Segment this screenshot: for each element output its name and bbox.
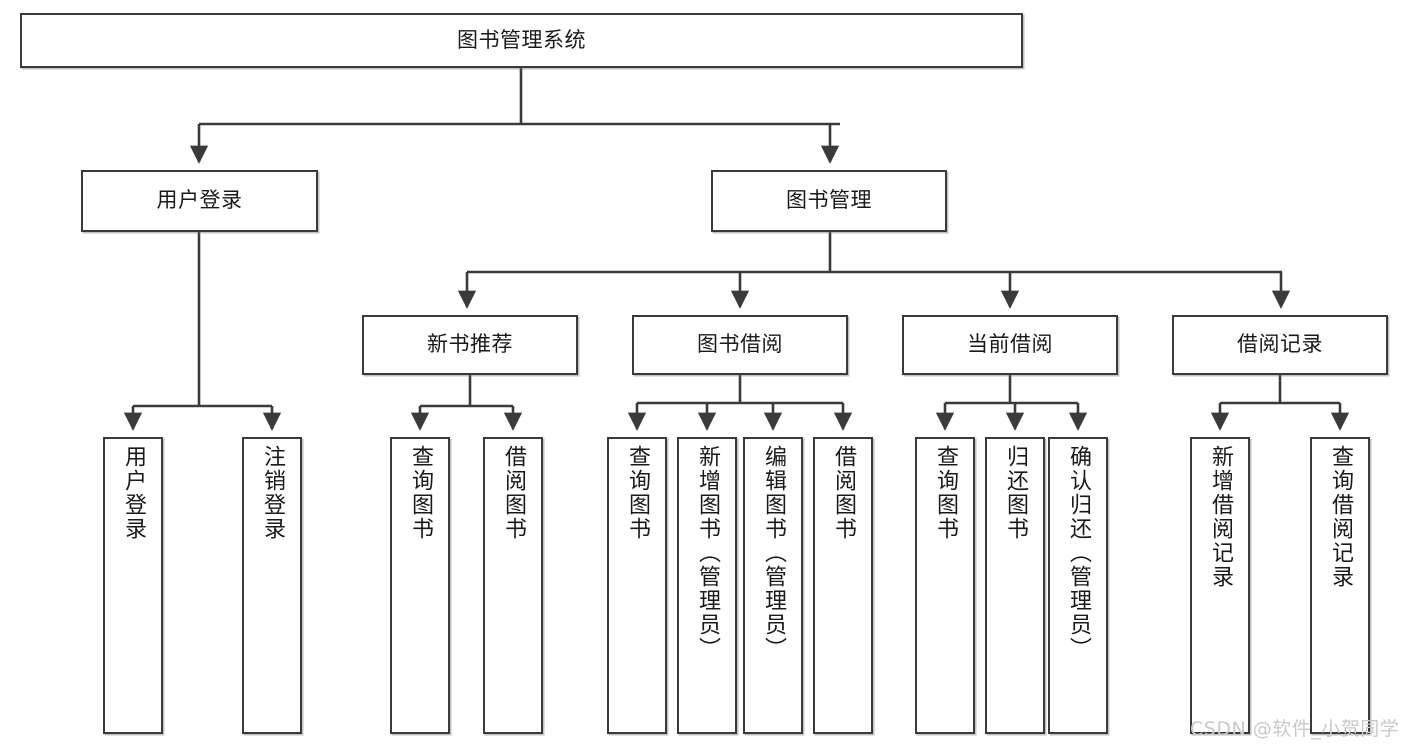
node-root-label: 图书管理系统	[457, 27, 586, 52]
node-new-book-recommend-label: 新书推荐	[427, 332, 513, 357]
node-new-book-recommend[interactable]: 新书推荐	[362, 315, 578, 375]
node-book-borrow[interactable]: 图书借阅	[632, 315, 848, 375]
leaf-rec-query-book-label: 查询图书	[408, 445, 433, 541]
node-book-manage-label: 图书管理	[786, 188, 872, 213]
csdn-watermark: CSDN @软件_小贺同学	[1190, 718, 1400, 740]
node-current-borrow[interactable]: 当前借阅	[902, 315, 1118, 375]
node-borrow-record[interactable]: 借阅记录	[1172, 315, 1388, 375]
leaf-cb-confirm-return-label: 确认归还（管理员）	[1066, 445, 1091, 661]
leaf-cb-confirm-return[interactable]: 确认归还（管理员）	[1048, 437, 1108, 734]
leaf-user-logout-label: 注销登录	[260, 445, 285, 541]
leaf-cb-return-book-label: 归还图书	[1003, 445, 1028, 541]
leaf-rec-borrow-book[interactable]: 借阅图书	[483, 437, 543, 734]
leaf-br-add-record[interactable]: 新增借阅记录	[1190, 437, 1250, 734]
leaf-bb-borrow-book[interactable]: 借阅图书	[813, 437, 873, 734]
node-book-manage[interactable]: 图书管理	[711, 170, 947, 232]
leaf-rec-query-book[interactable]: 查询图书	[390, 437, 450, 734]
node-root[interactable]: 图书管理系统	[20, 13, 1023, 68]
leaf-cb-return-book[interactable]: 归还图书	[985, 437, 1045, 734]
leaf-bb-borrow-book-label: 借阅图书	[831, 445, 856, 541]
node-book-borrow-label: 图书借阅	[697, 332, 783, 357]
leaf-cb-query-book-label: 查询图书	[933, 445, 958, 541]
leaf-bb-query-book[interactable]: 查询图书	[607, 437, 667, 734]
leaf-br-add-record-label: 新增借阅记录	[1208, 445, 1233, 589]
node-current-borrow-label: 当前借阅	[967, 332, 1053, 357]
leaf-bb-add-book-label: 新增图书（管理员）	[695, 445, 720, 661]
leaf-bb-query-book-label: 查询图书	[625, 445, 650, 541]
node-user-login-label: 用户登录	[156, 188, 243, 213]
leaf-user-login[interactable]: 用户登录	[103, 437, 163, 734]
leaf-bb-edit-book-label: 编辑图书（管理员）	[761, 445, 786, 661]
leaf-user-login-label: 用户登录	[121, 445, 146, 541]
node-borrow-record-label: 借阅记录	[1237, 332, 1323, 357]
leaf-br-query-record-label: 查询借阅记录	[1328, 445, 1353, 589]
leaf-user-logout[interactable]: 注销登录	[242, 437, 302, 734]
node-user-login[interactable]: 用户登录	[81, 170, 318, 232]
leaf-cb-query-book[interactable]: 查询图书	[915, 437, 975, 734]
leaf-br-query-record[interactable]: 查询借阅记录	[1310, 437, 1370, 734]
leaf-bb-add-book[interactable]: 新增图书（管理员）	[677, 437, 737, 734]
leaf-bb-edit-book[interactable]: 编辑图书（管理员）	[743, 437, 803, 734]
leaf-rec-borrow-book-label: 借阅图书	[501, 445, 526, 541]
